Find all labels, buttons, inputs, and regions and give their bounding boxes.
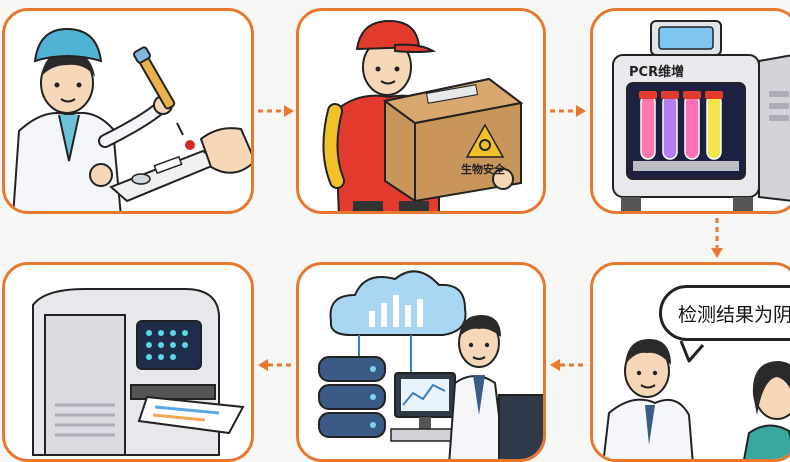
speech-bubble: 检测结果为阴 [659,285,790,341]
biosafety-label: 生物安全 [461,163,505,176]
arrow-step1-to-step2 [258,105,294,117]
panel-sample-transport: 生物安全 [296,8,546,214]
courier-illustration [322,19,524,211]
arrow-step2-to-step3 [550,105,586,117]
panel-data-upload [296,262,546,462]
pcr-label: PCR维增 [629,65,685,80]
panel-result-notification: 检测结果为阴 [590,262,790,462]
arrow-step6-to-step5 [550,359,586,371]
pcr-tubes [639,91,723,160]
arrow-step3-to-step6 [711,218,723,258]
sample-collection-illustration [12,27,251,211]
panel-report-printing [2,262,254,462]
panel-sample-collection [2,8,254,214]
analyzer-printer-illustration [32,288,245,456]
speech-bubble-text: 检测结果为阴 [678,304,790,326]
pcr-machine-illustration [612,20,790,211]
arrow-step5-to-step4 [258,359,294,371]
panel-pcr-amplification: PCR维增 [590,8,790,214]
cloud-data-illustration [318,270,543,459]
